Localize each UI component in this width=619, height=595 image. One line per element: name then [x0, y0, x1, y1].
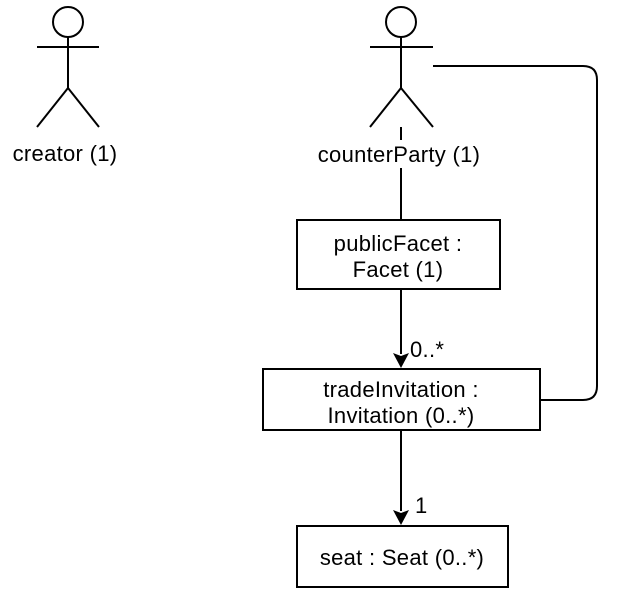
actor-creator-label: creator (1) [13, 141, 118, 166]
edge-multiplicity-label: 1 [415, 493, 428, 518]
node-publicfacet-box [296, 219, 501, 290]
actor-counterparty-right-leg [400, 87, 434, 128]
node-tradeinvitation: tradeInvitation : Invitation (0..*) [262, 368, 541, 431]
edge-multiplicity-label: 0..* [410, 337, 444, 362]
actor-creator-left-leg [36, 87, 69, 128]
node-tradeinvitation-label-line2: Invitation (0..*) [328, 403, 475, 428]
node-publicfacet-label-line1: publicFacet : [334, 231, 463, 256]
arrowhead-down-icon [393, 510, 409, 525]
actor-creator-right-leg [67, 87, 100, 128]
edge-publicfacet-to-tradeinvitation: 0..* [393, 289, 444, 368]
node-publicfacet: publicFacet : Facet (1) [296, 219, 501, 290]
node-seat-box [296, 525, 509, 588]
edge-tradeinvitation-to-seat: 1 [393, 430, 428, 525]
edge-counterparty-to-tradeinvitation [433, 65, 598, 401]
node-seat-label: seat : Seat (0..*) [320, 545, 484, 570]
actor-creator-head [52, 6, 84, 38]
node-seat: seat : Seat (0..*) [296, 525, 509, 588]
arrowhead-down-icon [393, 353, 409, 368]
node-tradeinvitation-label-line1: tradeInvitation : [323, 377, 479, 402]
actor-counterparty-label: counterParty (1) [318, 142, 481, 167]
node-publicfacet-label-line2: Facet (1) [353, 257, 444, 282]
actor-creator: creator (1) [13, 6, 118, 166]
actor-counterparty: counterParty (1) [318, 6, 481, 167]
actor-counterparty-head [385, 6, 417, 38]
actor-counterparty-left-leg [369, 87, 402, 128]
